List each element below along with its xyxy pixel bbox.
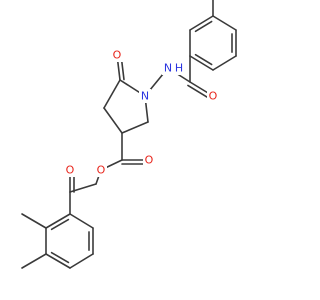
bond-tolyl-6-inner — [194, 20, 213, 33]
nitrogen-ring-symbol: N — [141, 90, 149, 103]
bond-layer — [21, 0, 237, 269]
oxygen-ester-label: O — [95, 163, 107, 177]
bond-aryl-1 — [45, 213, 71, 229]
oxygen-amide-background — [207, 89, 219, 103]
bond-ring-c3-c2 — [121, 121, 149, 134]
bond-aryl-methyl-4 — [21, 253, 47, 269]
oxygen-ester-carbonyl-background — [143, 153, 155, 167]
oxygen-ester-background — [95, 163, 107, 177]
oxygen-ester-carbonyl-label: O — [143, 153, 155, 167]
nitrogen-amide-background — [162, 61, 185, 75]
oxygen-ketone-chain-background — [64, 163, 76, 177]
nitrogen-ring-label: N — [139, 89, 151, 103]
bond-aryl-3 — [45, 253, 71, 269]
bond-aryl-3-inner — [50, 251, 70, 264]
bond-tolyl-3 — [212, 55, 237, 71]
bond-aryl-1-inner — [50, 218, 70, 231]
oxygen-ketone-ring-label: O — [111, 48, 123, 62]
oxygen-ketone-chain-symbol: O — [66, 164, 75, 177]
bond-tolyl-6 — [189, 15, 214, 31]
oxygen-ester-symbol: O — [97, 164, 106, 177]
nitrogen-amide-symbol: N — [164, 62, 172, 75]
oxygen-amide-label: O — [207, 89, 219, 103]
oxygen-ketone-chain-label: O — [64, 163, 76, 177]
bond-tolyl-4-inner — [194, 53, 213, 66]
bond-ring-c5-c4 — [103, 79, 121, 109]
bond-tolyl-4 — [189, 55, 214, 71]
oxygen-ester-carbonyl-symbol: O — [145, 154, 154, 167]
bond-aryl-6 — [69, 213, 94, 229]
nitrogen-amide-hydrogen: H — [175, 62, 183, 75]
oxygen-ketone-ring-symbol: O — [113, 49, 122, 62]
oxygen-ketone-ring-background — [111, 48, 123, 62]
bond-aryl-methyl-3 — [21, 213, 47, 229]
bond-tolyl-1 — [212, 15, 237, 31]
bond-ring-c4-c3 — [103, 107, 123, 134]
nitrogen-ring-background — [139, 89, 151, 103]
oxygen-amide-symbol: O — [209, 90, 218, 103]
bond-aryl-4 — [69, 253, 94, 269]
